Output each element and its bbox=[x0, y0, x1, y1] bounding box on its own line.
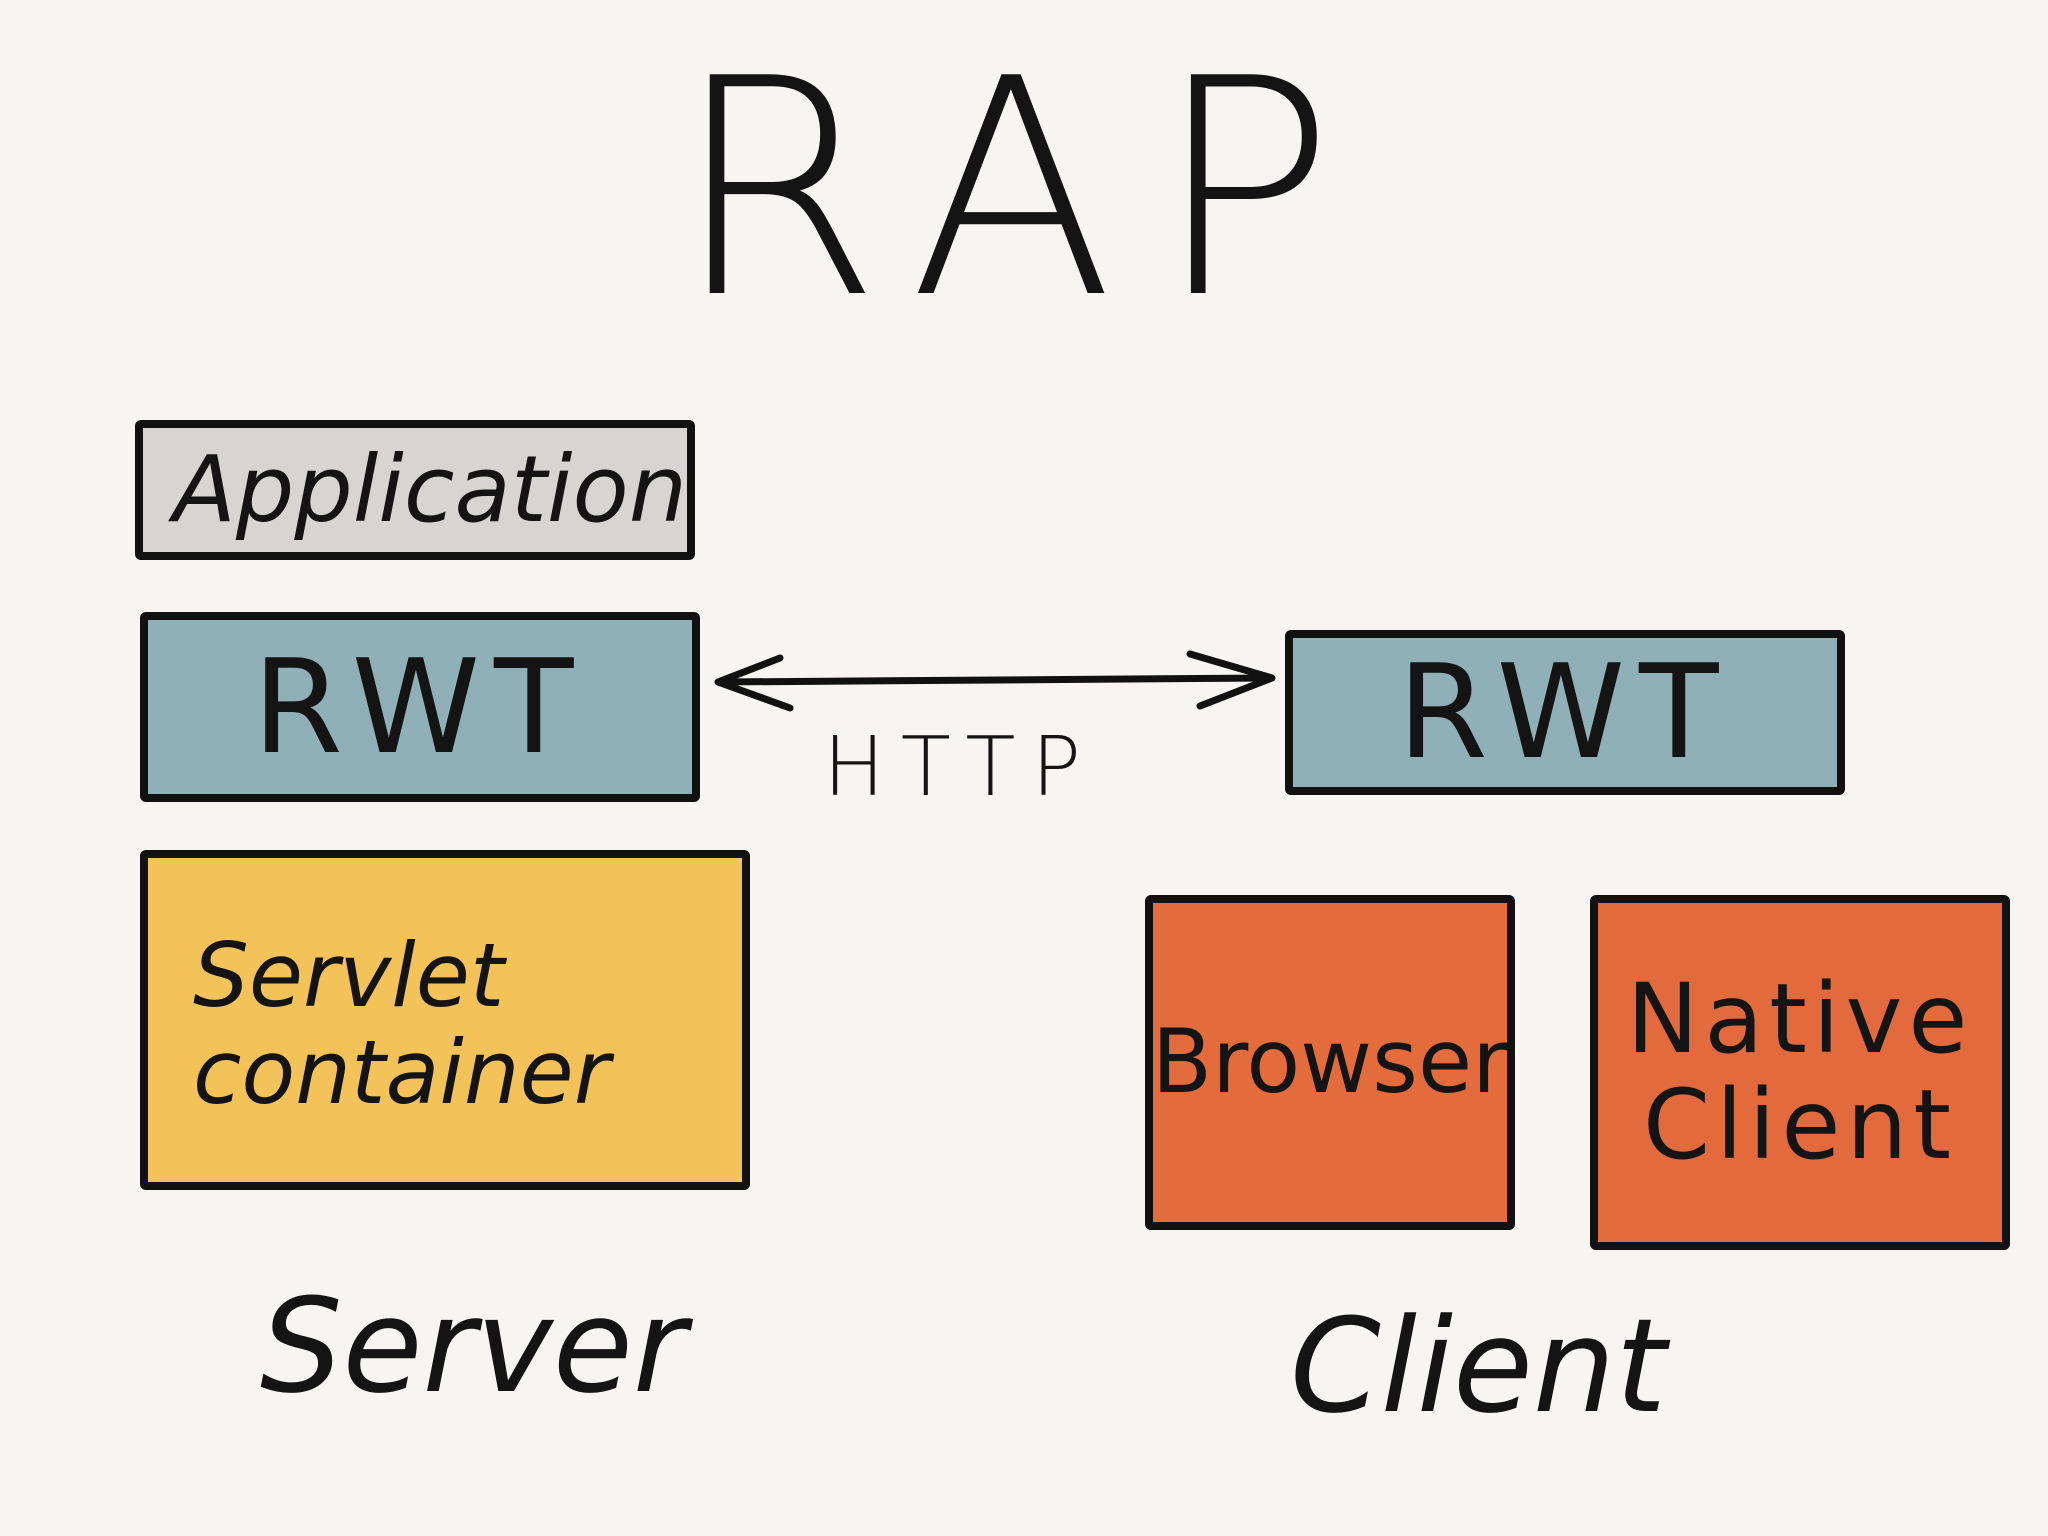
http-arrow bbox=[714, 650, 1276, 712]
servlet-container-label: Servlet container bbox=[193, 924, 610, 1124]
native-client-node: Native Client bbox=[1590, 895, 2010, 1250]
rwt-server-node: RWT bbox=[140, 612, 700, 802]
application-node: Application bbox=[135, 420, 695, 560]
rwt-client-node: RWT bbox=[1285, 630, 1845, 795]
rwt-server-label: RWT bbox=[252, 630, 588, 783]
browser-label: Browser bbox=[1151, 1010, 1509, 1114]
client-group-label: Client bbox=[1290, 1290, 1667, 1442]
native-client-label: Native Client bbox=[1626, 962, 1974, 1181]
http-edge-label: HTTP bbox=[823, 720, 1097, 815]
diagram-title: RAP bbox=[672, 15, 1376, 364]
server-group-label: Server bbox=[260, 1270, 687, 1422]
application-label: Application bbox=[173, 436, 688, 544]
rwt-client-label: RWT bbox=[1397, 636, 1733, 788]
servlet-container-node: Servlet container bbox=[140, 850, 750, 1190]
browser-node: Browser bbox=[1145, 895, 1515, 1230]
